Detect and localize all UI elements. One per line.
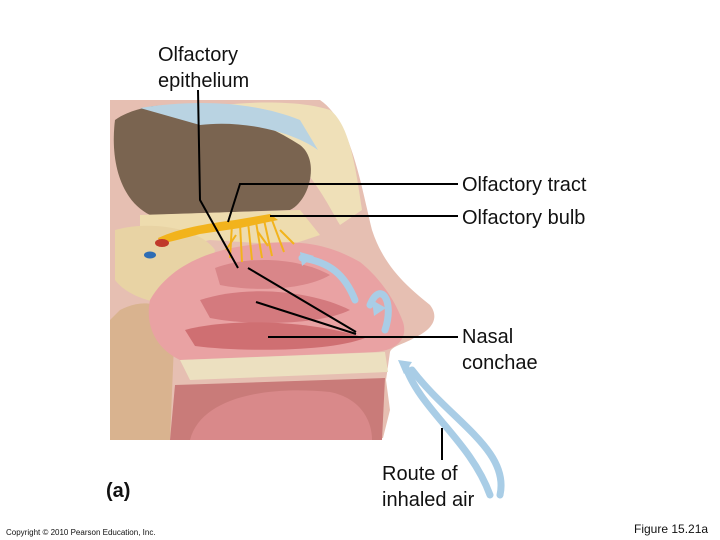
label-olfactory-epithelium-line2: epithelium: [158, 70, 250, 92]
vessel-red: [155, 239, 169, 247]
airflow-arrowheads: [300, 252, 412, 374]
label-nasal-conchae: Nasal conchae: [462, 324, 538, 376]
frontal-bone: [190, 102, 362, 225]
leader-lines: [197, 89, 458, 460]
leader-nasal-conchae-2: [247, 267, 357, 333]
hard-palate: [180, 352, 388, 380]
superior-concha: [215, 259, 330, 289]
leader-nasal-conchae-3: [255, 301, 357, 335]
label-route-line2: inhaled air: [382, 489, 475, 511]
figure-number: Figure 15.21a: [634, 522, 709, 536]
copyright-text: Copyright © 2010 Pearson Education, Inc.: [6, 528, 156, 537]
label-route-of-inhaled-air: Route of inhaled air: [382, 461, 474, 513]
tongue: [190, 390, 372, 440]
label-olfactory-bulb: Olfactory bulb: [462, 207, 586, 229]
brain: [113, 105, 311, 215]
panel-label: (a): [106, 480, 131, 502]
olfactory-bulb-tract: [158, 214, 278, 244]
label-olfactory-epithelium: Olfactory epithelium: [158, 42, 249, 94]
meninges: [140, 103, 318, 150]
label-olfactory-epithelium-line1: Olfactory: [158, 44, 239, 66]
label-route-line1: Route of: [382, 463, 458, 485]
label-nasal-conchae-line2: conchae: [462, 352, 538, 374]
leader-olfactory-epithelium: [197, 89, 239, 269]
leader-olfactory-tract: [227, 183, 458, 223]
label-olfactory-tract: Olfactory tract: [462, 174, 587, 196]
label-nasal-conchae-line1: Nasal: [462, 326, 514, 348]
vessel-blue: [144, 251, 156, 259]
